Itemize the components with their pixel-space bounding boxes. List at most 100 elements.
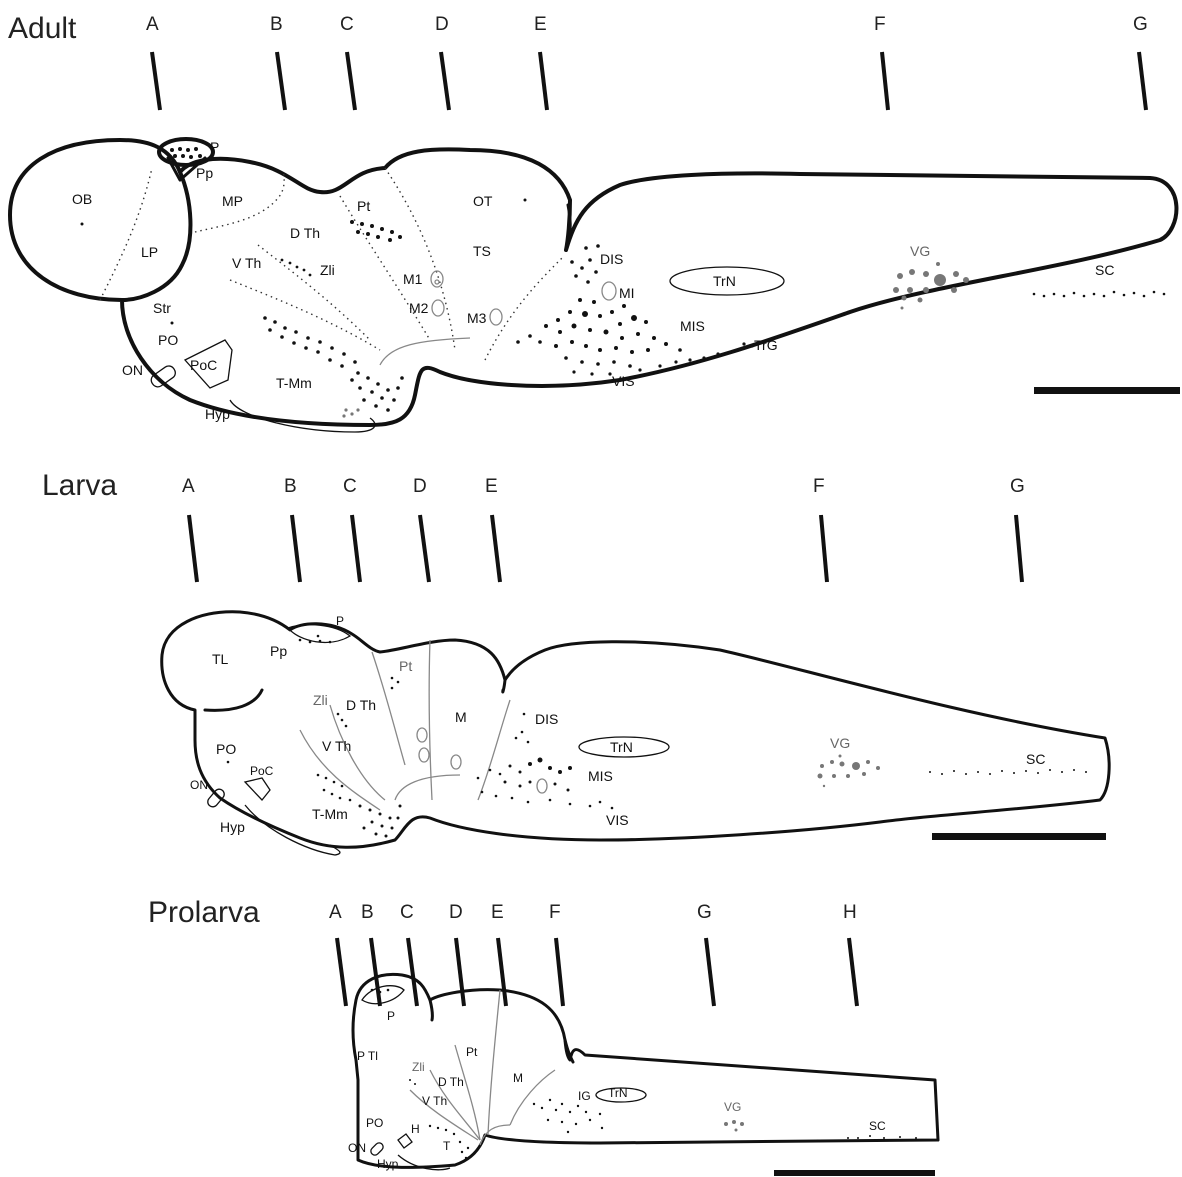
section-lines-larva	[189, 515, 1022, 582]
panel-prolarva: Prolarva A B C D E F G H	[148, 896, 938, 1176]
label-zli: Zli	[412, 1060, 425, 1074]
label-t: T	[443, 1139, 451, 1153]
section-letter-h: H	[843, 902, 857, 923]
label-hyp: Hyp	[220, 819, 245, 835]
brain-outline-larva	[162, 612, 1109, 847]
label-zli: Zli	[320, 262, 335, 278]
label-m2: M2	[409, 300, 429, 316]
label-vth: V Th	[232, 255, 261, 271]
label-mis: MIS	[588, 768, 613, 784]
section-letter-d: D	[435, 14, 449, 35]
label-on: ON	[122, 362, 143, 378]
label-trn: TrN	[713, 273, 736, 289]
label-dis: DIS	[535, 711, 558, 727]
section-letter-c: C	[343, 476, 357, 497]
section-letter-f: F	[549, 902, 561, 923]
label-h: H	[411, 1122, 420, 1136]
label-sc: SC	[1026, 751, 1045, 767]
neuron-dots-larva	[227, 635, 1087, 838]
label-mi: MI	[619, 285, 635, 301]
label-poc: PoC	[250, 764, 274, 778]
label-trg: TrG	[754, 337, 778, 353]
section-letter-d: D	[449, 902, 463, 923]
label-po: PO	[158, 332, 178, 348]
label-trn: TrN	[610, 739, 633, 755]
label-tmm: T-Mm	[312, 806, 348, 822]
label-pp: Pp	[270, 643, 287, 659]
section-letter-b: B	[284, 476, 297, 497]
label-tmm: T-Mm	[276, 375, 312, 391]
scale-bar-adult	[1034, 387, 1180, 394]
label-ptl: P Tl	[357, 1049, 378, 1063]
label-dis: DIS	[600, 251, 623, 267]
section-letter-b: B	[270, 14, 283, 35]
label-vis: VIS	[606, 812, 629, 828]
label-hyp: Hyp	[377, 1157, 399, 1171]
scale-bar-larva	[932, 833, 1106, 840]
label-lp: LP	[141, 244, 158, 260]
label-vth: V Th	[422, 1094, 447, 1108]
label-p: P	[210, 139, 219, 155]
label-m1: M1	[403, 271, 423, 287]
label-ts: TS	[473, 243, 491, 259]
label-tl: TL	[212, 651, 229, 667]
label-vg: VG	[724, 1100, 741, 1114]
panel-larva: Larva A B C D E F G	[42, 469, 1109, 855]
label-pt: Pt	[357, 198, 370, 214]
label-pt: Pt	[466, 1045, 478, 1059]
section-letter-a: A	[182, 476, 195, 497]
label-trn: TrN	[608, 1086, 628, 1100]
label-p: P	[387, 1009, 395, 1023]
section-letter-e: E	[485, 476, 498, 497]
section-letter-c: C	[400, 902, 414, 923]
section-letter-e: E	[534, 14, 547, 35]
label-ig: IG	[578, 1089, 591, 1103]
panel-adult: Adult A B C D E F G	[8, 12, 1180, 432]
section-letter-d: D	[413, 476, 427, 497]
section-letter-g: G	[697, 902, 712, 923]
section-letter-c: C	[340, 14, 354, 35]
label-vg: VG	[910, 243, 930, 259]
section-letter-b: B	[361, 902, 374, 923]
section-letter-a: A	[146, 14, 159, 35]
panel-title-larva: Larva	[42, 469, 117, 502]
section-letter-a: A	[329, 902, 342, 923]
label-vis: VIS	[612, 373, 635, 389]
scale-bar-prolarva	[774, 1170, 935, 1176]
label-dth: D Th	[346, 697, 376, 713]
label-sc: SC	[869, 1119, 886, 1133]
label-m: M	[513, 1071, 523, 1085]
label-dth: D Th	[290, 225, 320, 241]
section-letter-g: G	[1133, 14, 1148, 35]
label-hyp: Hyp	[205, 406, 230, 422]
label-pt: Pt	[399, 658, 412, 674]
label-po: PO	[366, 1116, 383, 1130]
label-m: M	[455, 709, 467, 725]
label-p: P	[336, 614, 344, 628]
section-lines-prolarva	[337, 938, 857, 1006]
label-ob: OB	[72, 191, 92, 207]
label-pp: Pp	[196, 165, 213, 181]
label-on: ON	[348, 1141, 366, 1155]
brain-outline-prolarva	[353, 974, 938, 1167]
label-on: ON	[190, 778, 208, 792]
section-letter-f: F	[813, 476, 825, 497]
label-dth: D Th	[438, 1075, 464, 1089]
section-letter-f: F	[874, 14, 886, 35]
panel-title-adult: Adult	[8, 12, 77, 45]
label-vth: V Th	[322, 738, 351, 754]
label-m3: M3	[467, 310, 487, 326]
label-zli: Zli	[313, 692, 328, 708]
label-sc: SC	[1095, 262, 1114, 278]
label-mis: MIS	[680, 318, 705, 334]
section-letter-e: E	[491, 902, 504, 923]
label-vg: VG	[830, 735, 850, 751]
label-str: Str	[153, 300, 171, 316]
label-po: PO	[216, 741, 236, 757]
panel-title-prolarva: Prolarva	[148, 896, 260, 929]
label-ot: OT	[473, 193, 493, 209]
label-mp: MP	[222, 193, 243, 209]
section-letter-g: G	[1010, 476, 1025, 497]
section-lines-adult	[152, 52, 1146, 110]
